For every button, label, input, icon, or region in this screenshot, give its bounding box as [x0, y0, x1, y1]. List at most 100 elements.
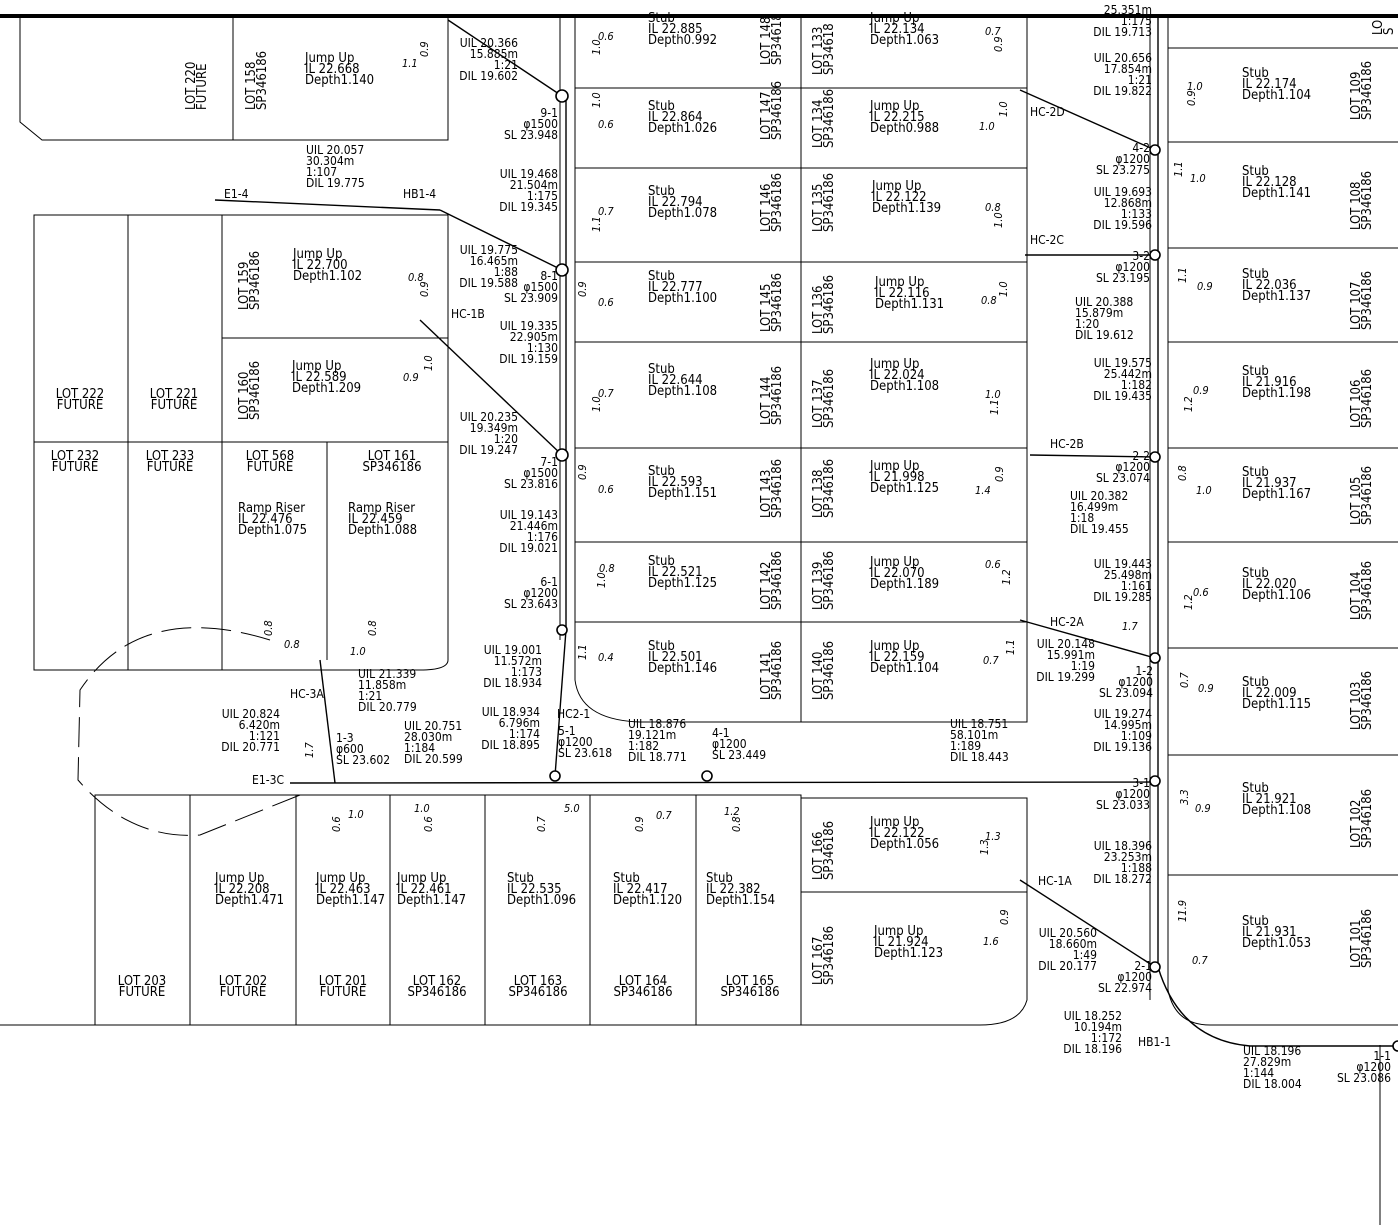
dimension-d74: 0.7	[656, 809, 672, 822]
dimension-d47: 1.1	[1176, 267, 1189, 283]
dimension-d14: 1.0	[422, 355, 435, 371]
tag-hc1b: HC-1B	[451, 307, 485, 321]
lot-label-lot147: LOT 147SP346186	[759, 81, 785, 140]
lot-label-lot148: LOT 148SP34618	[759, 13, 785, 65]
lot-label-lot138: LOT 138SP346186	[811, 459, 837, 518]
dimension-d34: 0.9	[993, 466, 1006, 482]
dimension-d69: 1.0	[414, 802, 430, 815]
dimension-d70: 0.6	[422, 816, 435, 832]
lot-label-lot139: LOT 139SP346186	[811, 551, 837, 610]
dimension-d76: 0.8	[730, 816, 743, 832]
dimension-d56: 0.9	[1198, 682, 1214, 695]
lot-label-lot104: LOT 104SP346186	[1349, 561, 1375, 620]
lot-label-lot133: LOT 133SP34618	[811, 23, 837, 75]
dimension-d29: 0.8	[981, 294, 997, 307]
dimension-d3: 0.6	[598, 30, 614, 43]
lot-label-lot134: LOT 134SP346186	[811, 89, 837, 148]
dimension-d27: 0.8	[985, 201, 1001, 214]
dimension-d65: 0.8	[366, 620, 379, 636]
lot-label-lot107: LOT 107SP346186	[1349, 271, 1375, 330]
dimension-d4: 1.0	[590, 39, 603, 55]
lot-label-lot105: LOT 105SP346186	[1349, 466, 1375, 525]
lot-label-lot167: LOT 167SP346186	[811, 926, 837, 985]
lot-label-lot142: LOT 142SP346186	[759, 551, 785, 610]
lot-label-lot146: LOT 146SP346186	[759, 173, 785, 232]
lot-label-lot220: LOT 220FUTURE	[184, 62, 210, 110]
dimension-d35: 0.6	[985, 558, 1001, 571]
lot-label-lot137: LOT 137SP346186	[811, 369, 837, 428]
dimension-d73: 0.9	[633, 816, 646, 832]
dimension-d45: 1.1	[1172, 161, 1185, 177]
dimension-d18: 0.6	[598, 483, 614, 496]
lot-label-lot141: LOT 141SP346186	[759, 641, 785, 700]
dimension-d13: 0.9	[403, 371, 419, 384]
lot-label-lot159: LOT 159SP346186	[237, 251, 263, 310]
lot-label-lot145: LOT 145SP346186	[759, 273, 785, 332]
dimension-d52: 1.0	[1196, 484, 1212, 497]
lot-label-lot136: LOT 136SP346186	[811, 275, 837, 334]
dimension-d39: 1.3	[985, 830, 1001, 843]
dimension-d64: 1.0	[350, 645, 366, 658]
dimension-d5: 1.0	[590, 92, 603, 108]
tag-e13: E1-3C	[252, 773, 284, 787]
tag-hc21: HC2-1	[557, 707, 590, 721]
dimension-d49: 0.9	[1193, 384, 1209, 397]
dimension-d10: 0.9	[418, 281, 431, 297]
dimension-d21: 1.1	[576, 644, 589, 660]
tag-hc2a: HC-2A	[1050, 615, 1084, 629]
dimension-d41: 1.6	[983, 935, 999, 948]
dimension-d6: 0.6	[598, 118, 614, 131]
tag-hc3a: HC-3A	[290, 687, 324, 701]
lot-label-lot103: LOT 103SP346186	[1349, 671, 1375, 730]
dimension-d28: 1.0	[992, 212, 1005, 228]
tag-hc2d: HC-2D	[1030, 105, 1065, 119]
lot-label-lot102: LOT 102SP346186	[1349, 789, 1375, 848]
dimension-d72: 5.0	[564, 802, 580, 815]
dimension-d61: 1.7	[1122, 620, 1138, 633]
